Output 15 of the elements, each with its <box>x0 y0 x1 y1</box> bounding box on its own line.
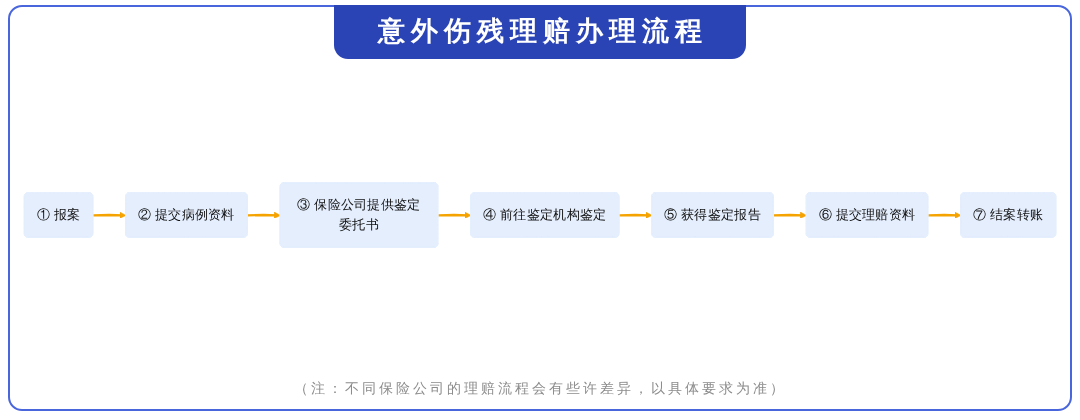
step-box: ② 提交病例资料 <box>125 192 248 238</box>
arrow <box>773 211 807 219</box>
arrow <box>619 211 653 219</box>
step-box: ③ 保险公司提供鉴定委托书 <box>279 182 439 248</box>
arrow <box>93 211 127 219</box>
arrow <box>928 211 962 219</box>
step-box: ⑦ 结案转账 <box>960 192 1057 238</box>
caption-note: （注：不同保险公司的理赔流程会有些许差异，以具体要求为准） <box>293 380 787 398</box>
arrow <box>247 211 281 219</box>
step-box: ④ 前往鉴定机构鉴定 <box>470 192 620 238</box>
diagram-title: 意外伤残理赔办理流程 <box>334 5 746 59</box>
step-box: ① 报案 <box>23 192 94 238</box>
step-box: ⑤ 获得鉴定报告 <box>651 192 774 238</box>
arrow <box>438 211 472 219</box>
step-box: ⑥ 提交理赔资料 <box>805 192 929 238</box>
